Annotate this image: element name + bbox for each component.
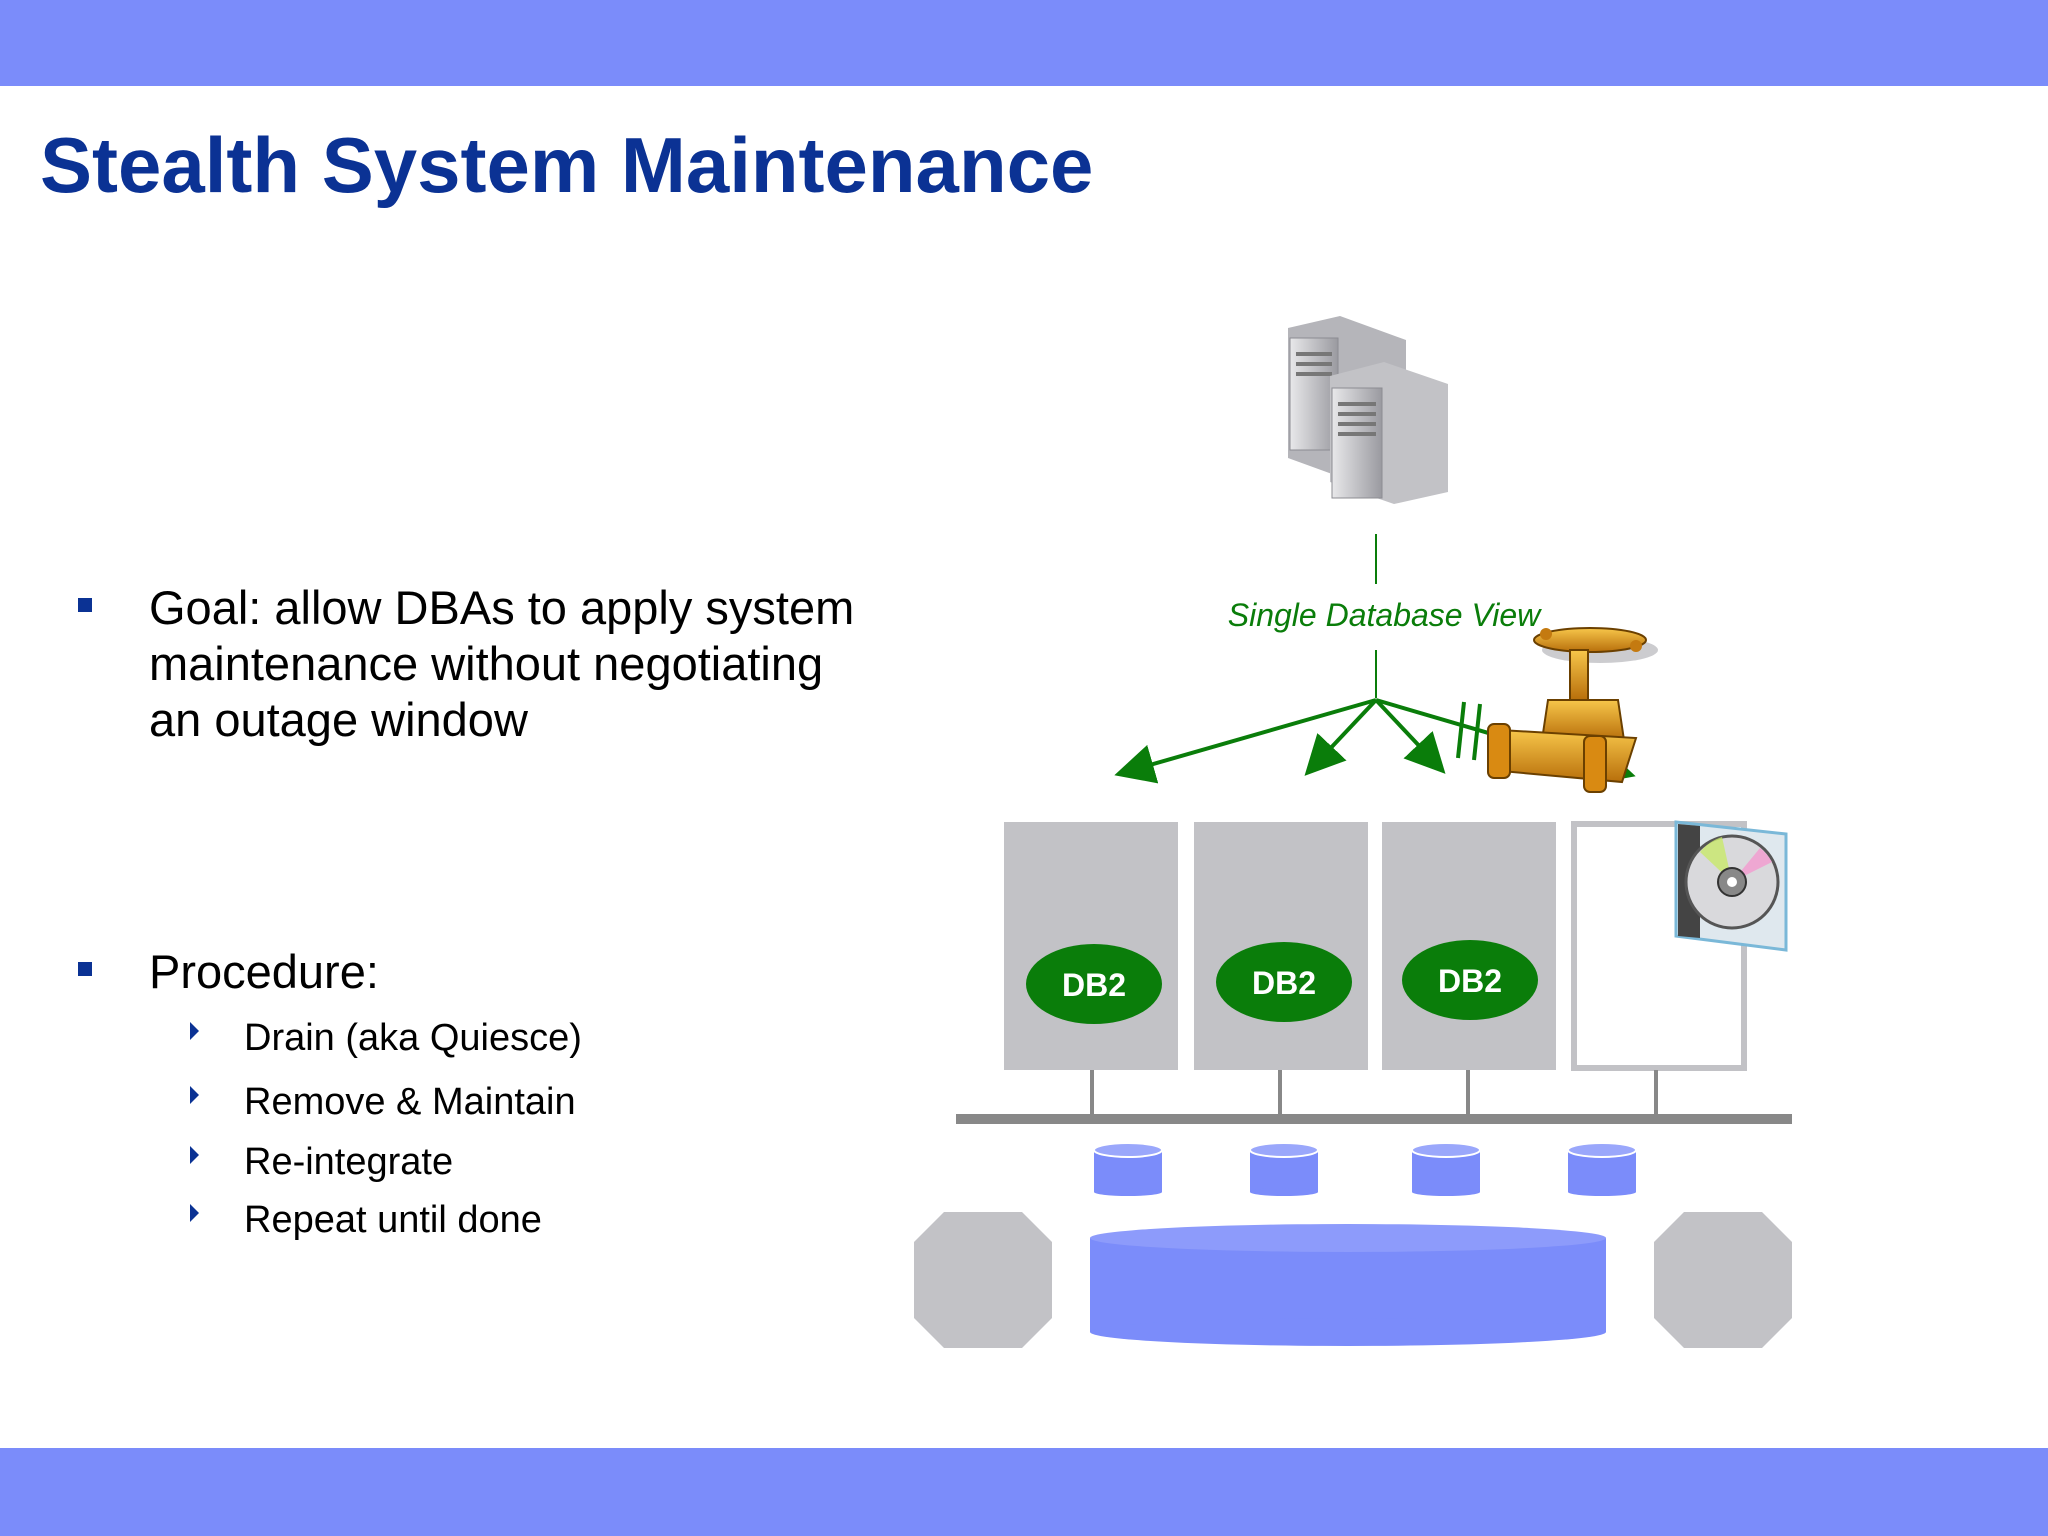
procedure-bullet-text: Procedure: [149, 945, 379, 998]
shared-storage-icon [1090, 1224, 1606, 1346]
disk-cylinder-icon [1411, 1142, 1481, 1196]
server-icon [1288, 316, 1448, 504]
bullet-square-icon [78, 962, 92, 976]
slide-title: Stealth System Maintenance [40, 121, 1094, 209]
cd-icon [1674, 820, 1788, 952]
step-label: Re-integrate [244, 1141, 454, 1183]
step-label: Drain (aka Quiesce) [244, 1017, 582, 1059]
single-database-view-label: Single Database View [1228, 597, 1542, 633]
triangle-bullet-icon [190, 1204, 199, 1222]
top-band [0, 0, 2048, 86]
triangle-bullet-icon [190, 1146, 199, 1164]
disk-cylinder-icon [1567, 1142, 1637, 1196]
coupling-facility-octagon-left [914, 1212, 1052, 1348]
disk-cylinder-icon [1093, 1142, 1163, 1196]
db2-ellipse [1026, 944, 1162, 1024]
step-label: Remove & Maintain [244, 1081, 576, 1123]
db2-label: DB2 [1252, 965, 1316, 1001]
triangle-bullet-icon [190, 1022, 199, 1040]
step-label: Repeat until done [244, 1199, 542, 1241]
disk-cylinder-icon [1249, 1142, 1319, 1196]
db2-members: DB2 DB2 DB2 [1026, 940, 1538, 1024]
local-disks [1093, 1142, 1637, 1196]
bottom-band [0, 1448, 2048, 1536]
triangle-bullet-icon [190, 1086, 199, 1104]
valve-icon [1487, 627, 1658, 793]
interconnect-bus [956, 1070, 1792, 1124]
db2-ellipse [1216, 942, 1352, 1022]
db2-label: DB2 [1062, 967, 1126, 1003]
bullet-square-icon [78, 598, 92, 612]
db2-ellipse [1402, 940, 1538, 1020]
goal-bullet-text: Goal: allow DBAs to apply system mainten… [149, 581, 855, 746]
coupling-facility-octagon-right [1654, 1212, 1792, 1348]
db2-label: DB2 [1438, 963, 1502, 999]
